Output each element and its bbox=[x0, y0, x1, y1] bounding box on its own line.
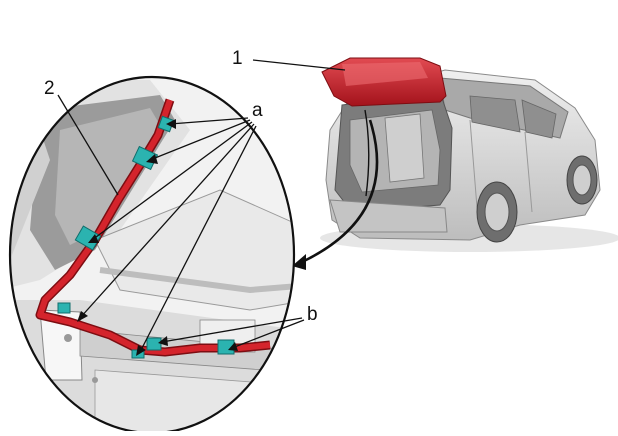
leader-arrowheads bbox=[77, 119, 238, 356]
callout-a-label: a bbox=[252, 100, 263, 121]
callout-2-label: 2 bbox=[44, 78, 55, 99]
car-illustration bbox=[320, 57, 618, 252]
wiring-harness bbox=[37, 99, 271, 355]
zoom-arrow-head bbox=[292, 254, 306, 270]
callout-b-label: b bbox=[307, 304, 318, 325]
callout-1-label: 1 bbox=[232, 48, 243, 69]
leader-lines bbox=[57, 59, 346, 353]
zoom-arrow bbox=[301, 119, 379, 264]
detail-lens bbox=[10, 77, 294, 433]
